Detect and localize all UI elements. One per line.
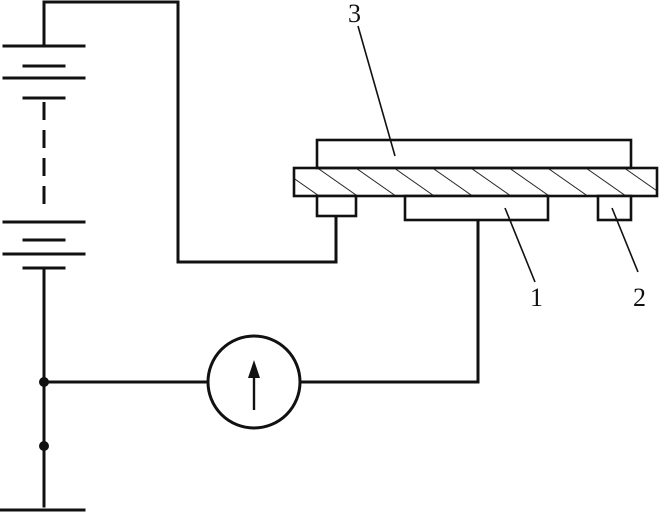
battery-icon — [2, 0, 86, 270]
guard-electrode-left — [315, 194, 358, 218]
electrode-1 — [403, 194, 550, 222]
label-electrode-2: 2 — [633, 283, 646, 312]
electrode-2 — [596, 194, 633, 222]
label-electrode-1: 1 — [530, 283, 543, 312]
wire-meter-to-electrode — [298, 218, 480, 384]
electrode-3 — [315, 138, 633, 170]
junction-dot — [39, 441, 49, 451]
leader-line-3 — [357, 25, 396, 157]
galvanometer-icon — [206, 334, 302, 430]
label-electrode-3: 3 — [348, 0, 361, 28]
leader-line-2 — [611, 207, 639, 273]
specimen-plate — [292, 166, 659, 198]
wire-battery-to-guard — [42, 0, 338, 264]
leader-line-1 — [504, 207, 536, 283]
